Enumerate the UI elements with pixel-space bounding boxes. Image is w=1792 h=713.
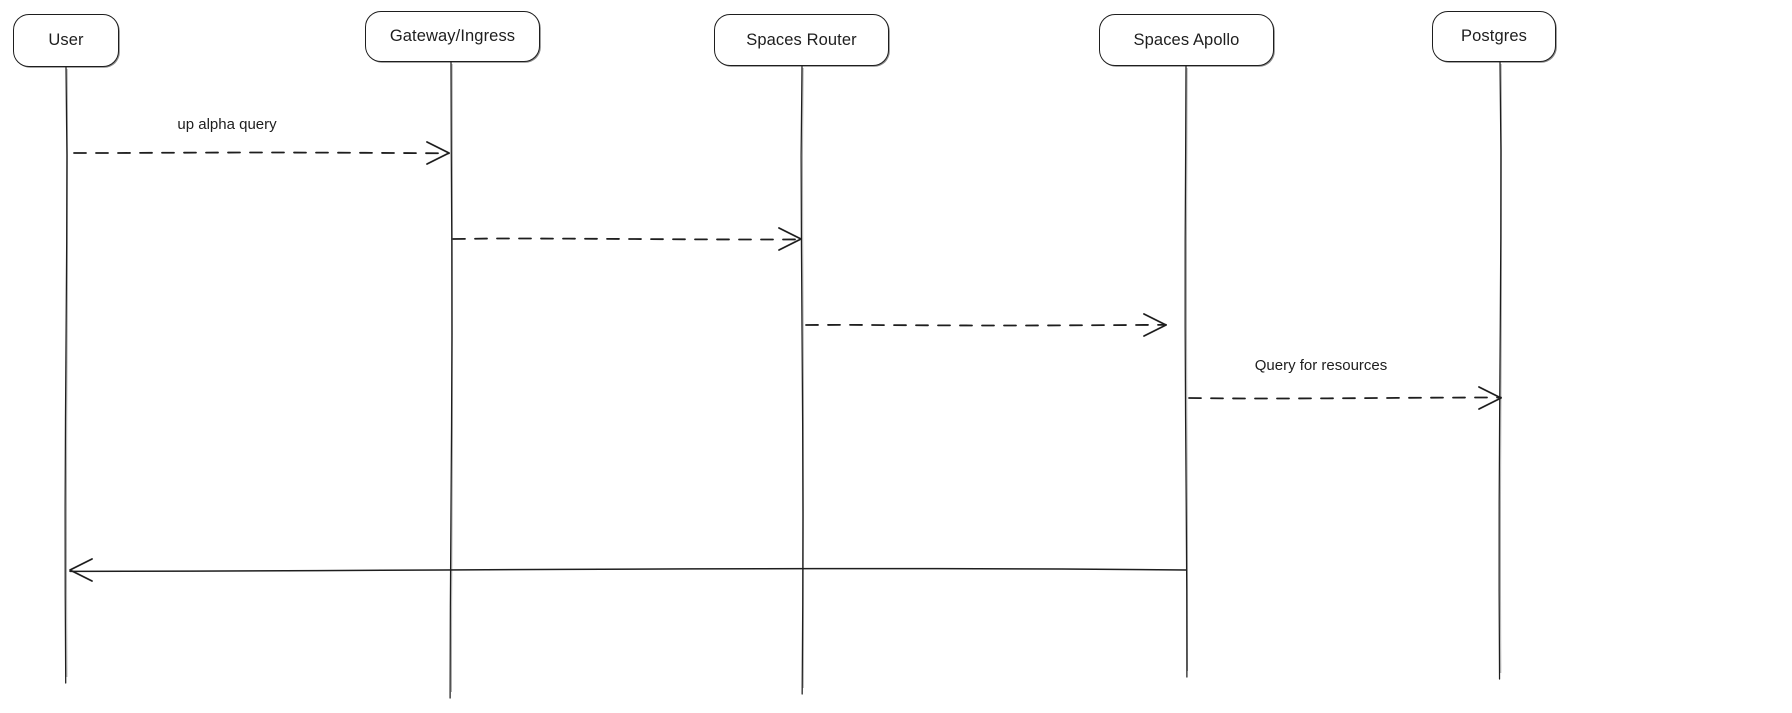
lifeline-sketch-gateway: [451, 63, 453, 693]
lifeline-gateway: [449, 61, 453, 699]
participant-label-user: User: [48, 31, 84, 50]
message-line-msg-3: [805, 323, 1167, 327]
message-label-msg-4: Query for resources: [1254, 357, 1388, 374]
lifeline-sketch-user: [66, 68, 68, 678]
lifeline-sketch-spaces-apollo: [1186, 67, 1188, 672]
message-msg-4[interactable]: [1188, 386, 1502, 410]
message-msg-2[interactable]: [452, 227, 802, 251]
message-msg-5[interactable]: [69, 558, 1187, 582]
participant-box-postgres[interactable]: Postgres: [1432, 11, 1556, 62]
arrowhead-msg-2: [778, 227, 802, 251]
messages-group: [69, 141, 1502, 582]
message-label-msg-1: up alpha query: [177, 116, 277, 133]
message-line-msg-2: [452, 237, 802, 241]
arrowhead-msg-1: [426, 141, 450, 165]
participant-box-gateway[interactable]: Gateway/Ingress: [365, 11, 540, 62]
lifelines-group: [64, 61, 1502, 699]
participant-label-spaces-apollo: Spaces Apollo: [1133, 30, 1240, 49]
message-msg-1[interactable]: [73, 141, 450, 165]
lifeline-sketch-spaces-router: [802, 67, 804, 689]
message-msg-3[interactable]: [805, 313, 1167, 337]
message-line-msg-4: [1188, 396, 1502, 400]
message-line-msg-1: [73, 151, 450, 155]
arrowhead-msg-3: [1143, 313, 1167, 337]
lifeline-spaces-apollo: [1184, 65, 1188, 678]
participant-box-spaces-apollo[interactable]: Spaces Apollo: [1099, 14, 1274, 66]
message-line-msg-5: [69, 567, 1187, 573]
arrowhead-msg-5: [69, 558, 93, 582]
lifeline-sketch-postgres: [1500, 63, 1502, 674]
participant-label-gateway: Gateway/Ingress: [389, 27, 516, 46]
lifeline-spaces-router: [800, 65, 804, 695]
lifeline-postgres: [1498, 61, 1502, 680]
arrowhead-msg-4: [1478, 386, 1502, 410]
participant-label-postgres: Postgres: [1461, 27, 1527, 46]
participant-box-user[interactable]: User: [13, 14, 119, 67]
participant-box-spaces-router[interactable]: Spaces Router: [714, 14, 889, 66]
participant-label-spaces-router: Spaces Router: [746, 30, 857, 49]
lifeline-user: [64, 66, 68, 684]
